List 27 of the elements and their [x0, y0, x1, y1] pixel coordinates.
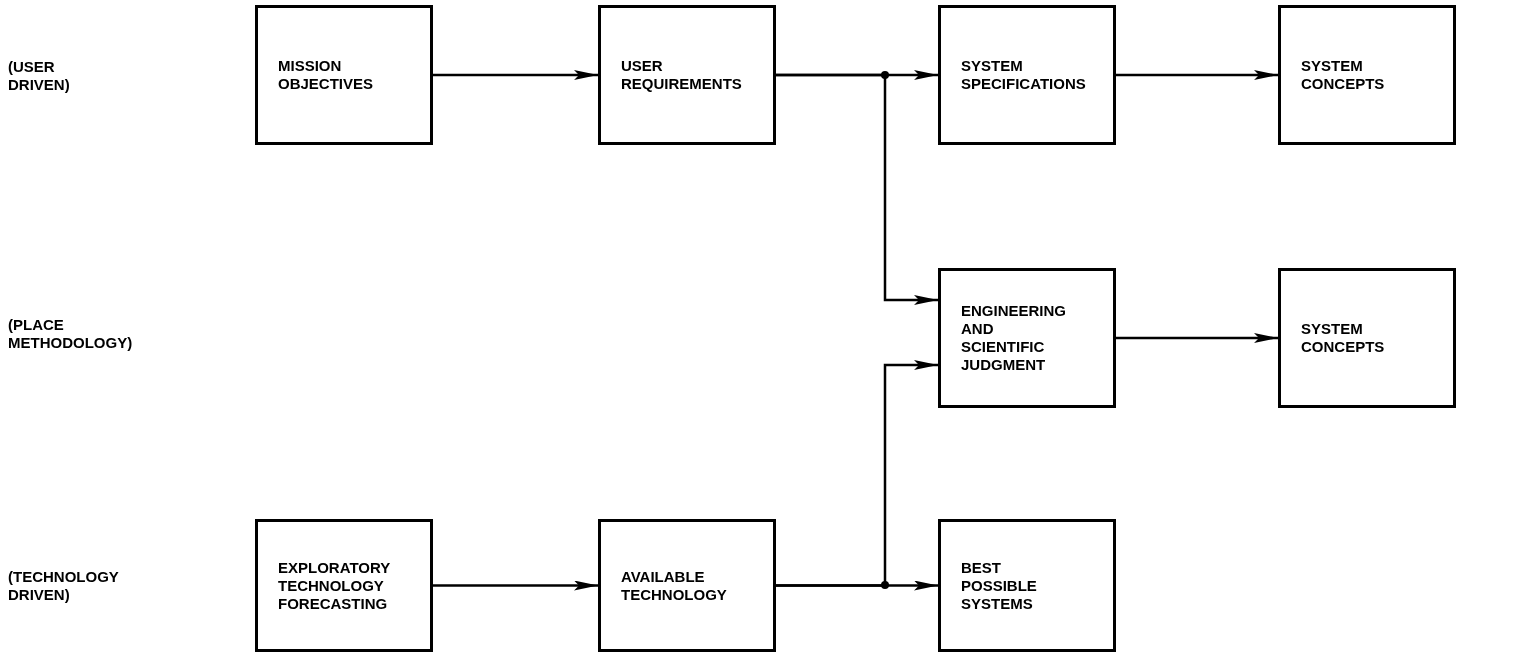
row-label: (USER DRIVEN): [8, 58, 70, 94]
box-label: USER REQUIREMENTS: [621, 57, 742, 93]
process-box: [598, 519, 776, 652]
arrow: [776, 73, 938, 305]
process-box: [1278, 268, 1456, 408]
process-box: [938, 5, 1116, 145]
process-box: [1278, 5, 1456, 145]
box-label: SYSTEM SPECIFICATIONS: [961, 57, 1086, 93]
box-label: BEST POSSIBLE SYSTEMS: [961, 558, 1037, 613]
process-box: [255, 519, 433, 652]
arrow: [433, 580, 598, 591]
row-label: (TECHNOLOGY DRIVEN): [8, 568, 119, 604]
box-label: SYSTEM CONCEPTS: [1301, 320, 1385, 356]
process-box: [255, 5, 433, 145]
box-label: AVAILABLE TECHNOLOGY: [621, 567, 727, 604]
process-box: [598, 5, 776, 145]
process-box: [938, 268, 1116, 408]
box-label: EXPLORATORY TECHNOLOGY FORECASTING: [278, 558, 390, 613]
arrow: [433, 70, 598, 80]
arrow: [1116, 70, 1278, 80]
process-box: [938, 519, 1116, 652]
row-label: (PLACE METHODOLOGY): [8, 316, 133, 352]
box-label: MISSION OBJECTIVES: [278, 57, 374, 93]
arrow: [1116, 333, 1278, 343]
box-label: SYSTEM CONCEPTS: [1301, 57, 1385, 93]
arrow: [776, 360, 938, 587]
box-label: ENGINEERING AND SCIENTIFIC JUDGMENT: [961, 302, 1066, 374]
